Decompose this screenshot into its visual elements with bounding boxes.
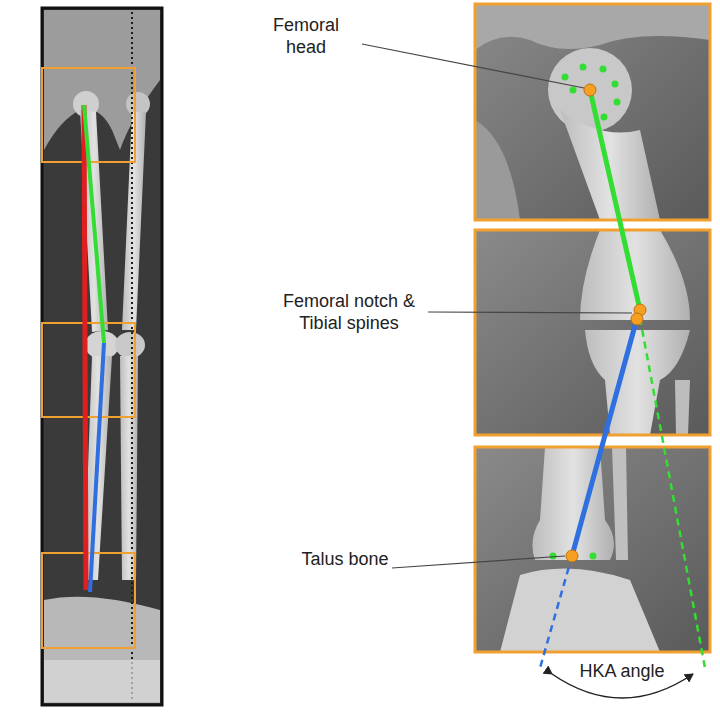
knee-panel <box>475 230 710 435</box>
mechanical-axes <box>540 64 705 669</box>
anatomy-label: Femoral notch & Tibial spines <box>272 290 426 334</box>
anatomy-label: Femoral head <box>252 14 360 58</box>
anatomy-label: HKA angle <box>560 660 684 682</box>
full-leg-radiograph <box>42 8 162 705</box>
anatomy-label: Talus bone <box>300 548 390 570</box>
